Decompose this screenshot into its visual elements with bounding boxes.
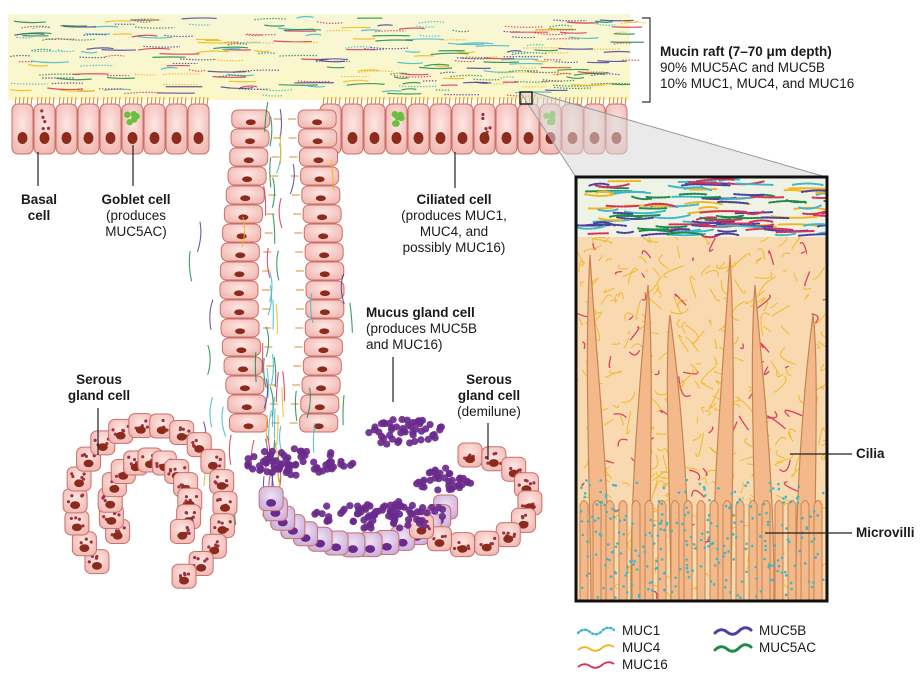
legend-label-muc1: MUC1 bbox=[622, 622, 660, 639]
serous-right-line-3: (demilune) bbox=[446, 404, 532, 420]
legend-label-muc16: MUC16 bbox=[622, 656, 668, 673]
raft-line-1: 90% MUC5AC and MUC5B bbox=[660, 60, 854, 76]
serous-gland-cell-right-label: Serous gland cell (demilune) bbox=[446, 372, 532, 420]
basal-label-line-2: cell bbox=[14, 208, 64, 224]
microvilli-label-text: Microvilli bbox=[856, 525, 915, 541]
gland-duct bbox=[220, 110, 344, 432]
legend-item-muc5b: MUC5B bbox=[713, 622, 816, 639]
legend-label-muc4: MUC4 bbox=[622, 639, 660, 656]
legend-label-muc5b: MUC5B bbox=[759, 622, 806, 639]
legend-item-muc16: MUC16 bbox=[576, 656, 668, 673]
cilia-label-text: Cilia bbox=[856, 446, 885, 462]
legend-item-muc1: MUC1 bbox=[576, 622, 668, 639]
inset-magnified-view bbox=[570, 177, 867, 612]
goblet-label-line-3: MUC5AC) bbox=[90, 224, 182, 240]
serous-gland-cell-left-label: Serous gland cell bbox=[54, 372, 144, 404]
muc4-swatch-icon bbox=[576, 642, 616, 654]
basal-label-line-1: Basal bbox=[14, 192, 64, 208]
muc16-swatch-icon bbox=[576, 659, 616, 671]
microvilli-label: Microvilli bbox=[856, 525, 915, 541]
raft-bracket bbox=[642, 18, 650, 102]
ciliated-label-line-4: possibly MUC16) bbox=[388, 240, 520, 256]
serous-left-line-1: Serous bbox=[54, 372, 144, 388]
serous-right-line-1: Serous bbox=[446, 372, 532, 388]
legend-col-2: MUC5B MUC5AC bbox=[713, 622, 816, 656]
legend-item-muc4: MUC4 bbox=[576, 639, 668, 656]
legend-label-muc5ac: MUC5AC bbox=[759, 639, 816, 656]
raft-title: Mucin raft (7–70 μm depth) bbox=[660, 44, 854, 60]
goblet-label-line-2: (produces bbox=[90, 208, 182, 224]
muc5ac-swatch-icon bbox=[713, 642, 753, 654]
raft-line-2: 10% MUC1, MUC4, and MUC16 bbox=[660, 76, 854, 92]
mucin-raft-label: Mucin raft (7–70 μm depth) 90% MUC5AC an… bbox=[660, 44, 854, 92]
muc5b-swatch-icon bbox=[713, 625, 753, 637]
legend-item-muc5ac: MUC5AC bbox=[713, 639, 816, 656]
cilia-label: Cilia bbox=[856, 446, 885, 462]
mucin-raft bbox=[8, 14, 646, 100]
goblet-cell-label: Goblet cell (produces MUC5AC) bbox=[90, 192, 182, 240]
gland-acinus bbox=[63, 414, 542, 589]
mucus-label-line-3: and MUC16) bbox=[366, 337, 477, 353]
ciliated-label-line-2: (produces MUC1, bbox=[388, 208, 520, 224]
ciliated-label-line-3: MUC4, and bbox=[388, 224, 520, 240]
ciliated-label-line-1: Ciliated cell bbox=[388, 192, 520, 208]
serous-right-line-2: gland cell bbox=[446, 388, 532, 404]
mucus-label-line-2: (produces MUC5B bbox=[366, 321, 477, 337]
muc1-swatch-icon bbox=[576, 625, 616, 637]
serous-left-line-2: gland cell bbox=[54, 388, 144, 404]
goblet-label-line-1: Goblet cell bbox=[90, 192, 182, 208]
basal-cell-label: Basal cell bbox=[14, 192, 64, 224]
mucus-label-line-1: Mucus gland cell bbox=[366, 305, 477, 321]
legend-col-1: MUC1 MUC4 MUC16 bbox=[576, 622, 668, 673]
mucus-gland-cell-label: Mucus gland cell (produces MUC5B and MUC… bbox=[366, 305, 477, 353]
zoom-callout bbox=[520, 92, 826, 177]
ciliated-cell-label: Ciliated cell (produces MUC1, MUC4, and … bbox=[388, 192, 520, 256]
